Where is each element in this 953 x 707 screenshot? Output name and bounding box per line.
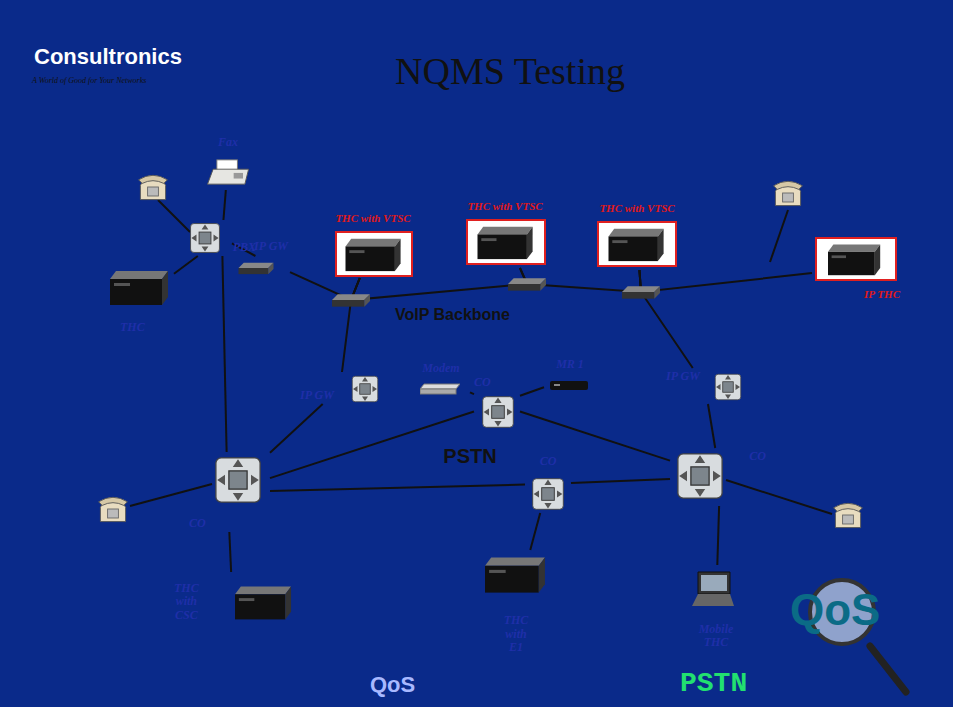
title-underline bbox=[372, 107, 652, 110]
logo-plate bbox=[28, 44, 240, 74]
node-label: IP GW bbox=[666, 370, 700, 383]
node-label: VoIP Backbone bbox=[395, 306, 510, 324]
node-label: CO bbox=[474, 376, 491, 389]
node-label: CO bbox=[189, 517, 206, 530]
network-link bbox=[270, 485, 525, 491]
node-label: IP THC bbox=[864, 288, 900, 300]
network-link bbox=[530, 513, 540, 550]
node-label: IP GW bbox=[300, 389, 334, 402]
node-label: Modem bbox=[422, 362, 459, 375]
network-link bbox=[717, 506, 719, 565]
node-label: MR 1 bbox=[556, 358, 584, 371]
qos-watermark: QoS bbox=[370, 674, 415, 696]
network-link bbox=[639, 270, 812, 292]
network-link bbox=[174, 256, 198, 274]
network-link bbox=[342, 278, 360, 372]
node-label: THC with VTSC bbox=[599, 202, 674, 214]
network-link bbox=[708, 404, 715, 448]
network-link bbox=[270, 404, 323, 453]
logo-tagline: A World of Good for Your Networks bbox=[32, 77, 146, 85]
phone-wire bbox=[130, 200, 832, 514]
network-link bbox=[222, 256, 226, 452]
access-cloud bbox=[88, 132, 304, 330]
node-label: THC with CSC bbox=[174, 582, 199, 622]
network-link bbox=[232, 243, 255, 256]
node-label: CO bbox=[540, 455, 557, 468]
equipment-icons bbox=[99, 160, 896, 620]
node-label: THC with E1 bbox=[504, 614, 529, 654]
diagram-title: NQMS Testing bbox=[280, 52, 740, 90]
node-label: PBX bbox=[233, 241, 256, 254]
ip-access-cloud bbox=[744, 197, 924, 302]
node-label: Fax bbox=[218, 136, 238, 149]
network-link bbox=[571, 479, 670, 483]
qos-mark: QoS bbox=[790, 588, 880, 632]
node-label: PSTN bbox=[443, 445, 496, 467]
node-label: THC with VTSC bbox=[467, 200, 542, 212]
node-label: THC with VTSC bbox=[335, 212, 410, 224]
network-link bbox=[520, 412, 670, 461]
pstn-watermark: PSTN bbox=[680, 670, 747, 698]
network-link bbox=[229, 532, 231, 572]
node-label: CO bbox=[749, 450, 766, 463]
logo-text: Consultronics bbox=[34, 46, 182, 68]
node-label: Mobile THC bbox=[699, 623, 734, 649]
node-label: IP GW bbox=[254, 240, 288, 253]
network-link bbox=[520, 387, 544, 396]
network-link bbox=[270, 412, 474, 479]
network-link bbox=[470, 392, 474, 394]
node-label: THC bbox=[120, 321, 145, 334]
qos-boundary bbox=[168, 148, 952, 452]
mr1-unit: MR 1 bbox=[544, 358, 596, 398]
network-link bbox=[639, 270, 692, 368]
network-link bbox=[223, 190, 225, 220]
